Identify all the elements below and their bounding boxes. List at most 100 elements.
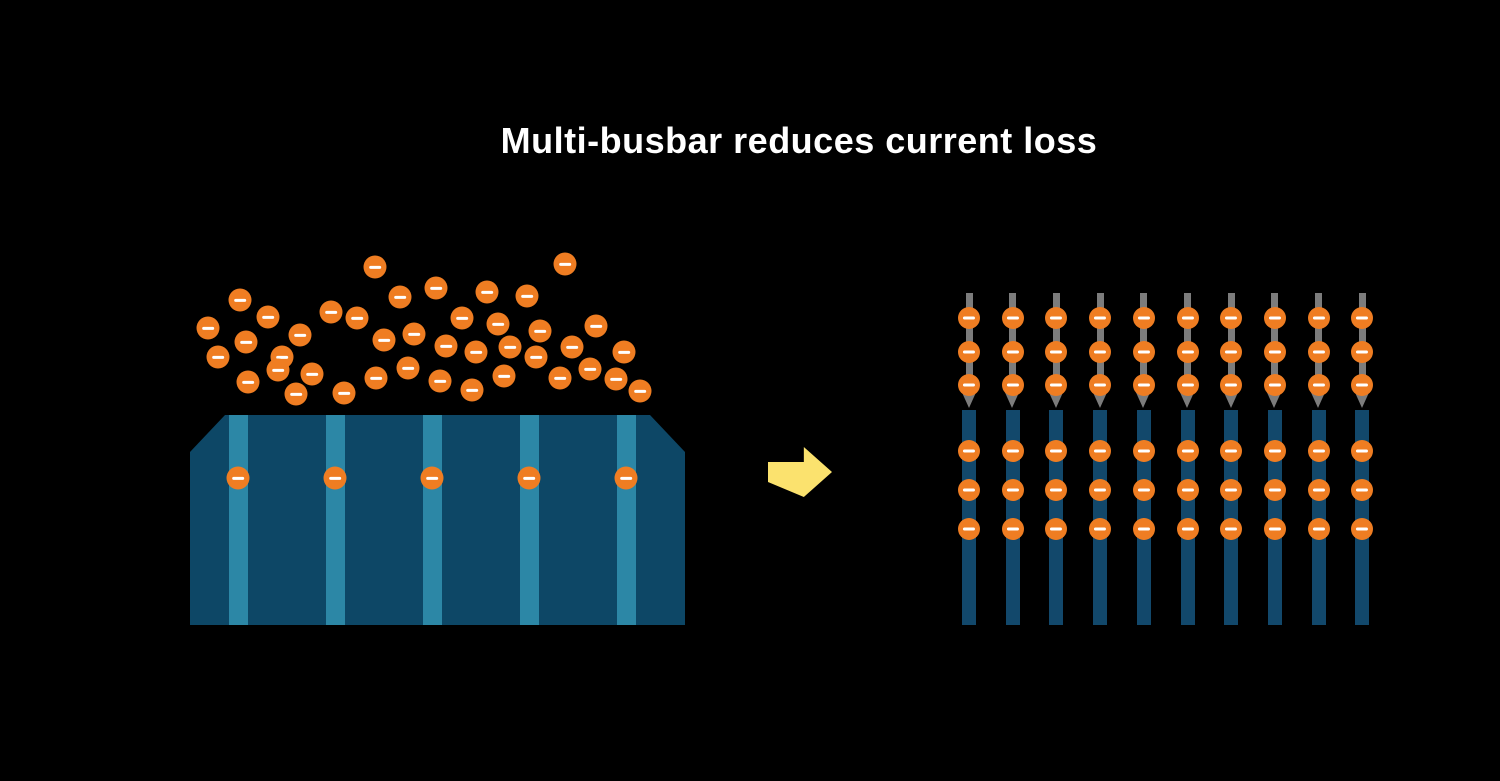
free-electron-icon [396, 356, 420, 380]
collected-electron-icon [323, 466, 347, 490]
bar-electron-icon [958, 518, 980, 540]
bar-electron-icon [1001, 518, 1024, 540]
free-electron-icon [332, 381, 356, 405]
free-electron-icon [475, 280, 499, 304]
free-electron-icon [584, 314, 608, 338]
free-electron-icon [388, 285, 412, 309]
free-electron-icon [486, 312, 510, 336]
busbar-stripe [422, 415, 442, 625]
flow-electron-icon [958, 374, 980, 396]
flow-electron-icon [1307, 307, 1330, 329]
flow-electron-icon [1132, 341, 1155, 363]
busbar-stripe [325, 415, 345, 625]
free-electron-icon [628, 379, 652, 403]
free-electron-icon [528, 319, 552, 343]
bar-electron-icon [1132, 518, 1155, 540]
free-electron-icon [196, 316, 220, 340]
bar-electron-icon [1263, 479, 1286, 501]
free-electron-icon [460, 378, 484, 402]
free-electron-icon [428, 369, 452, 393]
bar-electron-icon [1351, 479, 1374, 501]
flow-electron-icon [1176, 374, 1199, 396]
free-electron-icon [256, 305, 280, 329]
bar-electron-icon [1263, 518, 1286, 540]
free-electron-icon [524, 345, 548, 369]
bar-electron-icon [1001, 479, 1024, 501]
busbar-stripe [616, 415, 636, 625]
bar-electron-icon [1176, 440, 1199, 462]
flow-electron-icon [1263, 374, 1286, 396]
bar-electron-icon [1132, 440, 1155, 462]
bar-electron-icon [1351, 440, 1374, 462]
free-electron-icon [515, 284, 539, 308]
free-electron-icon [612, 340, 636, 364]
collected-electron-icon [517, 466, 541, 490]
free-electron-icon [450, 306, 474, 330]
collected-electron-icon [614, 466, 638, 490]
free-electron-icon [498, 335, 522, 359]
bar-electron-icon [1176, 518, 1199, 540]
bar-electron-icon [1089, 518, 1112, 540]
flow-electron-icon [1351, 374, 1374, 396]
bar-electron-icon [958, 440, 980, 462]
flow-electron-icon [1220, 341, 1243, 363]
free-electron-icon [284, 382, 308, 406]
flow-electron-icon [1351, 307, 1374, 329]
flow-electron-icon [1132, 307, 1155, 329]
flow-electron-icon [1263, 307, 1286, 329]
flow-electron-icon [1045, 307, 1068, 329]
free-electron-icon [228, 288, 252, 312]
flow-electron-icon [1176, 307, 1199, 329]
right-arrow-icon [768, 447, 832, 497]
bar-electron-icon [1307, 518, 1330, 540]
bar-electron-icon [1307, 479, 1330, 501]
free-electron-icon [560, 335, 584, 359]
busbar-stripe [228, 415, 248, 625]
bar-electron-icon [1089, 479, 1112, 501]
flow-electron-icon [1307, 341, 1330, 363]
flow-electron-icon [1263, 341, 1286, 363]
bar-electron-icon [1351, 518, 1374, 540]
cell-panel [190, 415, 685, 625]
free-electron-icon [492, 364, 516, 388]
free-electron-icon [363, 255, 387, 279]
free-electron-icon [345, 306, 369, 330]
bar-electron-icon [1089, 440, 1112, 462]
bar-electron-icon [1045, 440, 1068, 462]
bar-electron-icon [1132, 479, 1155, 501]
flow-electron-icon [1045, 341, 1068, 363]
flow-electron-icon [1220, 307, 1243, 329]
flow-electron-icon [1220, 374, 1243, 396]
free-electron-icon [402, 322, 426, 346]
bar-electron-icon [1001, 440, 1024, 462]
bar-electron-icon [958, 479, 980, 501]
free-electron-icon [206, 345, 230, 369]
flow-electron-icon [958, 341, 980, 363]
free-electron-icon [300, 362, 324, 386]
collected-electron-icon [420, 466, 444, 490]
flow-electron-icon [1089, 374, 1112, 396]
bar-electron-icon [1176, 479, 1199, 501]
collected-electron-icon [226, 466, 250, 490]
bar-electron-icon [1045, 518, 1068, 540]
free-electron-icon [364, 366, 388, 390]
free-electron-icon [553, 252, 577, 276]
free-electron-icon [604, 367, 628, 391]
free-electron-icon [319, 300, 343, 324]
free-electron-icon [288, 323, 312, 347]
bar-electron-icon [1045, 479, 1068, 501]
free-electron-icon [236, 370, 260, 394]
flow-electron-icon [1001, 307, 1024, 329]
flow-electron-icon [1132, 374, 1155, 396]
bar-electron-icon [1220, 518, 1243, 540]
flow-electron-icon [1307, 374, 1330, 396]
bar-electron-icon [1220, 440, 1243, 462]
flow-electron-icon [1045, 374, 1068, 396]
flow-electron-icon [958, 307, 980, 329]
free-electron-icon [266, 358, 290, 382]
busbar-stripe [519, 415, 539, 625]
flow-electron-icon [1089, 307, 1112, 329]
diagram-title: Multi-busbar reduces current loss [500, 120, 1098, 161]
free-electron-icon [548, 366, 572, 390]
